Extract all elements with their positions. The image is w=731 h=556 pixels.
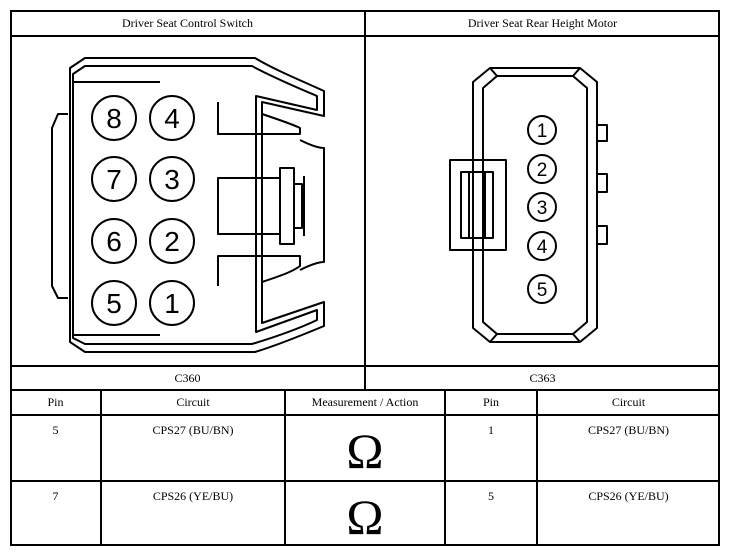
c363-pin-4: 4 bbox=[537, 237, 548, 258]
header-measurement-action: Measurement / Action bbox=[311, 395, 419, 409]
ohm-icon: Ω bbox=[346, 488, 384, 545]
connector-id-c363: C363 bbox=[529, 370, 556, 385]
header-pin-right: Pin bbox=[482, 395, 499, 409]
connector-title-left: Driver Seat Control Switch bbox=[122, 15, 253, 30]
c360-pin-2: 2 bbox=[164, 226, 180, 257]
table-row-1-circuit-right: CPS27 (BU/BN) bbox=[587, 423, 670, 437]
header-circuit-left: Circuit bbox=[176, 395, 210, 409]
connector-title-right: Driver Seat Rear Height Motor bbox=[467, 15, 618, 30]
c360-pin-6: 6 bbox=[106, 226, 122, 257]
header-pin-left: Pin bbox=[47, 395, 64, 409]
c360-pin-5: 5 bbox=[106, 288, 122, 319]
c363-pin-1: 1 bbox=[537, 121, 548, 142]
c360-pin-4: 4 bbox=[164, 103, 180, 134]
ohm-icon: Ω bbox=[346, 423, 384, 479]
connector-c360-face: 8 4 7 3 6 2 5 1 bbox=[51, 57, 325, 353]
table-row-2-pin-right: 5 bbox=[488, 489, 494, 503]
table-row-2-pin-left: 7 bbox=[52, 489, 59, 503]
c363-pin-2: 2 bbox=[537, 160, 548, 181]
c360-pin-8: 8 bbox=[106, 103, 122, 134]
table-row-2-circuit-right: CPS26 (YE/BU) bbox=[588, 489, 669, 503]
c363-pin-3: 3 bbox=[537, 198, 548, 219]
table-row-1-pin-right: 1 bbox=[488, 423, 494, 437]
table-row-1-circuit-left: CPS27 (BU/BN) bbox=[152, 423, 234, 437]
c363-pin-5: 5 bbox=[537, 280, 548, 301]
table-row-2-circuit-left: CPS26 (YE/BU) bbox=[152, 489, 234, 503]
header-circuit-right: Circuit bbox=[611, 395, 646, 409]
connector-c363-face: 1 2 3 4 5 bbox=[449, 67, 608, 343]
c360-pin-7: 7 bbox=[106, 164, 122, 195]
connector-id-c360: C360 bbox=[174, 370, 201, 385]
table-grid bbox=[10, 10, 720, 546]
connector-test-table: Driver Seat Control Switch Driver Seat R… bbox=[10, 10, 720, 546]
c360-pin-3: 3 bbox=[164, 164, 180, 195]
c360-pin-1: 1 bbox=[164, 288, 180, 319]
table-row-1-pin-left: 5 bbox=[52, 423, 59, 437]
